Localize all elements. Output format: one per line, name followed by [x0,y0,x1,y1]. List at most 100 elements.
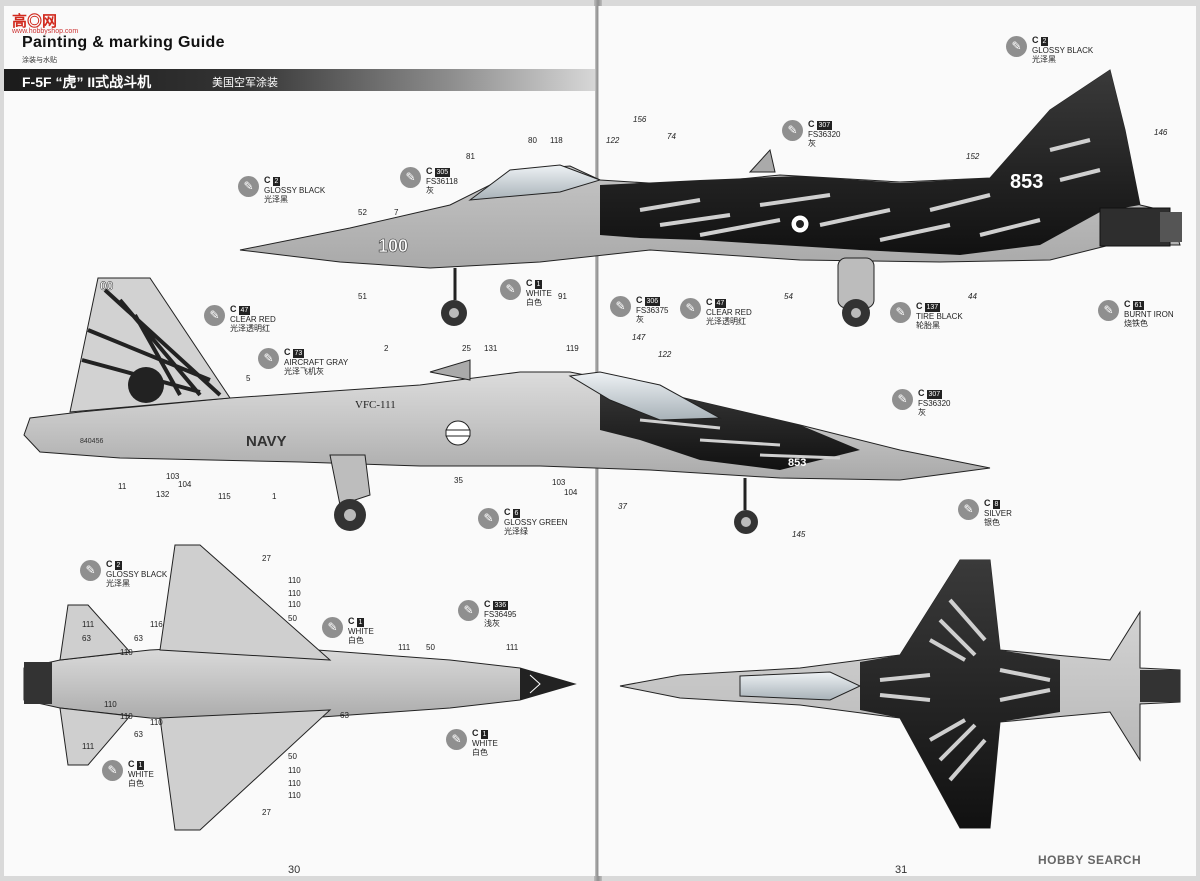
bottom-navy-text: NAVY [246,433,287,450]
decal-label: 54 [784,292,793,301]
decal-label: 131 [484,344,498,353]
decal-label: 25 [462,344,471,353]
paint-brush-icon: ✎ [322,617,343,638]
decal-label: 132 [156,490,170,499]
decal-label: 115 [218,492,231,501]
decal-label: 81 [466,152,475,161]
page-number-left: 30 [288,864,301,876]
decal-label: 91 [558,292,567,301]
paint-brush-icon: ✎ [892,389,913,410]
bottom-tail-code: 00 [100,279,114,293]
paint-brush-icon: ✎ [204,305,225,326]
paint-brush-icon: ✎ [680,298,701,319]
decal-label: 50 [426,643,435,652]
decal-label: 110 [120,712,133,721]
watermark: HOBBY SEARCH [1038,853,1142,867]
decal-label: 145 [792,530,806,539]
paint-brush-icon: ✎ [782,120,803,141]
decal-label: 51 [358,292,367,301]
paint-brush-icon: ✎ [258,348,279,369]
decal-label: 5 [246,374,251,383]
decal-label: 63 [340,711,349,720]
decal-label: 11 [118,482,127,491]
decal-label: 50 [288,752,297,761]
paint-brush-icon: ✎ [400,167,421,188]
bottom-nose-number: 853 [788,457,806,469]
title-banner [4,69,595,91]
decal-label: 35 [454,476,463,485]
plan-underside [23,544,577,831]
decal-label: 122 [606,136,620,145]
decal-label: 2 [384,344,389,353]
site-url: www.hobbyshop.com [12,28,79,35]
decal-label: 104 [564,488,578,497]
paint-brush-icon: ✎ [458,600,479,621]
paint-brush-icon: ✎ [80,560,101,581]
decal-label: 147 [632,333,646,342]
decal-label: 27 [262,554,271,563]
decal-label: 63 [82,634,91,643]
decal-label: 146 [1154,128,1168,137]
decal-label: 74 [667,132,676,141]
decal-label: 27 [262,808,271,817]
paint-brush-icon: ✎ [958,499,979,520]
page-number-right: 31 [895,864,908,876]
top-tail-number: 853 [1010,171,1043,193]
top-side-number: 100 [378,236,408,256]
decal-label: 111 [398,643,411,652]
decal-label: 110 [288,576,301,585]
decal-label: 111 [506,643,519,652]
bottom-serial-text: 840456 [80,438,103,445]
decal-label: 110 [104,700,117,709]
paint-brush-icon: ✎ [446,729,467,750]
decal-label: 37 [618,502,627,511]
decal-label: 118 [550,136,563,145]
decal-label: 1 [272,492,277,501]
paint-brush-icon: ✎ [1006,36,1027,57]
decal-label: 152 [966,152,980,161]
decal-label: 111 [82,620,95,629]
decal-label: 110 [288,779,301,788]
plan-top [619,559,1181,829]
profile-bottom: 00 VFC-111 NAVY 840456 853 [23,277,991,534]
decal-label: 7 [394,208,399,217]
guide-subtitle: 涂装与水贴 [22,57,57,64]
site-logo: 高◎网 [12,13,58,30]
paint-brush-icon: ✎ [890,302,911,323]
decal-label: 156 [633,115,647,124]
decal-label: 122 [658,350,672,359]
guide-title: Painting & marking Guide [22,34,225,51]
paint-brush-icon: ✎ [102,760,123,781]
decal-label: 80 [528,136,537,145]
paint-brush-icon: ✎ [610,296,631,317]
decal-label: 103 [166,472,180,481]
paint-brush-icon: ✎ [238,176,259,197]
banner-title: F-5F “虎” II式战斗机 [22,74,152,90]
banner-subtitle: 美国空军涂装 [212,77,278,89]
paint-brush-icon: ✎ [500,279,521,300]
bottom-squadron-text: VFC-111 [355,399,396,411]
decal-label: 111 [82,742,95,751]
decal-label: 103 [552,478,566,487]
decal-label: 119 [566,344,579,353]
decal-label: 63 [134,634,143,643]
decal-label: 63 [134,730,143,739]
decal-label: 52 [358,208,367,217]
